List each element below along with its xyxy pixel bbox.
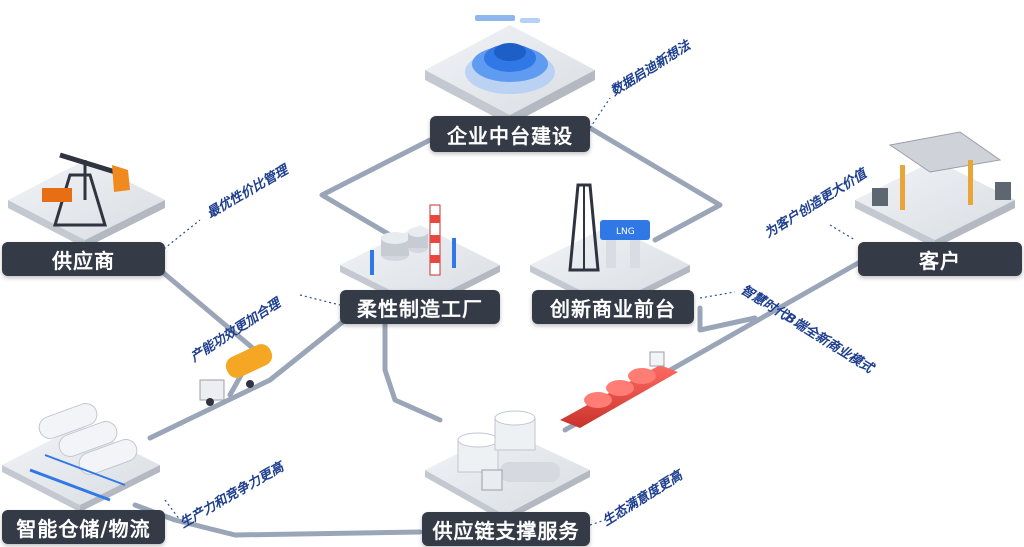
customer-node-graphic (855, 131, 1015, 248)
factory-node-graphic (340, 204, 500, 312)
note-competitiveness: 生产力和竞争力更高 (177, 458, 288, 531)
annotation-leaders (159, 97, 856, 526)
node-frontend-label: 创新商业前台 (532, 290, 694, 324)
warehouse-node-graphic (2, 403, 160, 512)
supplier-node-graphic (8, 152, 165, 248)
supply-chain-node-graphic (425, 410, 590, 522)
node-supply-chain-label: 供应链支撑服务 (422, 512, 590, 546)
node-customer-label: 客户 (858, 242, 1022, 276)
node-supplier-label: 供应商 (2, 242, 165, 276)
note-cost-performance: 最优性价比管理 (204, 161, 293, 221)
note-data-insight: 数据启迪新想法 (608, 37, 695, 100)
node-warehouse-label: 智能仓储/物流 (2, 510, 165, 544)
note-satisfaction: 生态满意度更高 (600, 467, 687, 530)
lng-sign: LNG (616, 227, 635, 237)
lng-ship (560, 351, 678, 428)
tanker-truck (199, 344, 273, 406)
node-platform-label: 企业中台建设 (430, 116, 590, 152)
platform-node-graphic (425, 15, 595, 125)
note-b2b-model: 智慧时代B端全新商业模式 (738, 282, 878, 378)
note-customer-value: 为客户创造更大价值 (762, 165, 871, 242)
node-factory-label: 柔性制造工厂 (340, 290, 500, 324)
